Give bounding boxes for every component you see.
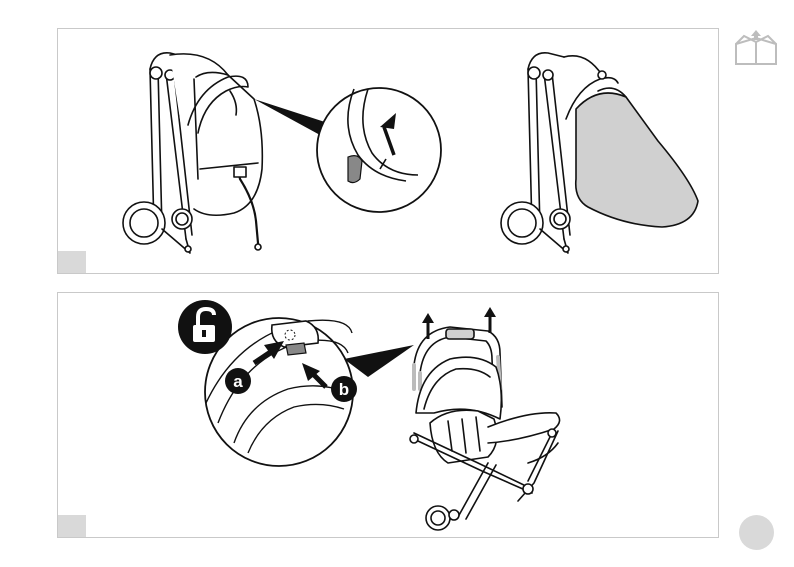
callout-a-label: a	[233, 372, 243, 391]
box-open-icon	[732, 28, 780, 68]
callout-b-label: b	[339, 380, 349, 399]
callout-a: a	[225, 368, 251, 394]
step-2-panel: a b	[57, 292, 719, 538]
step-number-box	[58, 515, 86, 537]
step-1-panel	[57, 28, 719, 274]
unlock-icon	[178, 300, 232, 354]
step-number-box	[58, 251, 86, 273]
callout-b: b	[331, 376, 357, 402]
zoom-detail-canopy-release	[317, 88, 441, 212]
page-number-badge	[739, 515, 774, 550]
stroller-folded-illustration	[58, 29, 720, 275]
stroller-unfold-illustration: a b	[58, 293, 720, 539]
